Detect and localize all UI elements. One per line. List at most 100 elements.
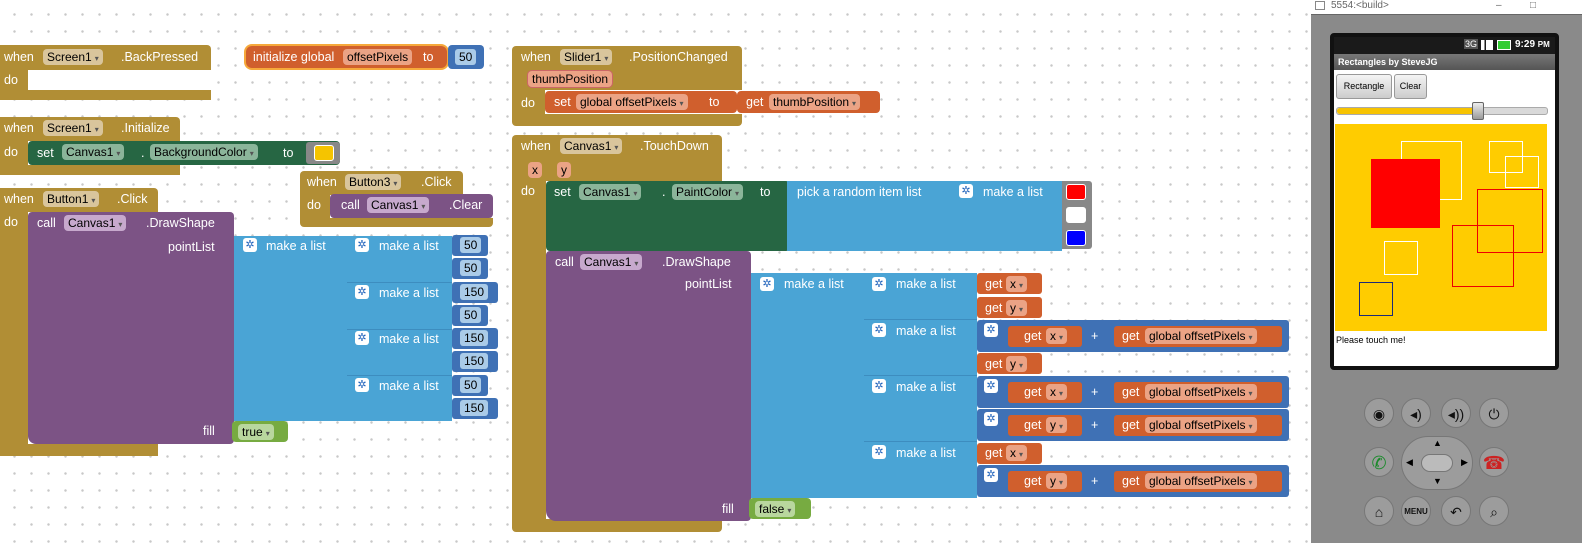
screen1-dropdown[interactable]: Screen1▾ [43,120,103,136]
canvas1-dropdown[interactable]: Canvas1▾ [62,144,125,160]
rectangle-button[interactable]: Rectangle [1336,74,1392,99]
mutator-gear-icon[interactable]: ✲ [355,285,369,299]
global-offset-dropdown[interactable]: global offsetPixels▾ [1145,328,1257,344]
back-icon[interactable]: ↶ [1441,496,1471,526]
home-icon[interactable]: ⌂ [1364,496,1394,526]
mutator-gear-icon[interactable]: ✲ [760,277,774,291]
canvas1-dropdown[interactable]: Canvas1▾ [580,254,643,270]
mutator-gear-icon[interactable]: ✲ [872,277,886,291]
dpad-center[interactable] [1421,454,1453,472]
number-field[interactable]: 150 [460,400,489,416]
slider-track[interactable] [1336,102,1548,120]
rectangle-shape [1384,241,1418,275]
x-dropdown[interactable]: x▾ [1006,276,1028,292]
power-icon[interactable]: ⏻ [1479,398,1509,428]
volume-down-icon[interactable]: ◂) [1401,398,1431,428]
background-color-dropdown[interactable]: BackgroundColor▾ [150,144,258,160]
true-dropdown[interactable]: true▾ [238,424,274,440]
canvas1-dropdown[interactable]: Canvas1▾ [367,197,430,213]
make-a-list-label: make a list [379,332,439,346]
mutator-gear-icon[interactable]: ✲ [355,331,369,345]
make-a-list-block[interactable] [234,236,347,421]
number-field[interactable]: 150 [460,284,489,300]
dpad-right-icon[interactable]: ▶ [1461,457,1468,467]
screen1-dropdown[interactable]: Screen1▾ [43,49,103,65]
button1-dropdown[interactable]: Button1▾ [43,191,100,207]
x-dropdown[interactable]: x▾ [1046,328,1068,344]
mutator-gear-icon[interactable]: ✲ [872,445,886,459]
pick-random-item-block[interactable] [787,181,951,251]
global-offset-dropdown[interactable]: global offsetPixels▾ [576,94,688,110]
false-dropdown[interactable]: false▾ [755,501,796,517]
yellow-color-swatch[interactable] [314,145,334,161]
mutator-gear-icon[interactable]: ✲ [984,379,998,393]
slider1-dropdown[interactable]: Slider1▾ [560,49,613,65]
get-x-block[interactable] [1008,326,1082,347]
y-dropdown[interactable]: y▾ [1006,300,1028,316]
mutator-gear-icon[interactable]: ✲ [984,412,998,426]
dpad-down-icon[interactable]: ▼ [1433,476,1442,486]
maximize-icon[interactable]: □ [1530,0,1537,11]
camera-icon[interactable]: ◉ [1364,398,1394,428]
back-pressed-do-slot[interactable] [28,70,211,90]
get-y-block[interactable] [1008,415,1082,436]
get-y-block[interactable] [1008,471,1082,492]
canvas1-dropdown[interactable]: Canvas1▾ [579,184,642,200]
mutator-gear-icon[interactable]: ✲ [243,238,257,252]
search-icon[interactable]: ⌕ [1479,496,1509,526]
number-field[interactable]: 50 [455,49,477,65]
menu-icon[interactable]: MENU [1401,496,1431,526]
mutator-gear-icon[interactable]: ✲ [959,184,973,198]
end-call-icon[interactable]: ☎ [1479,447,1509,477]
number-field[interactable]: 150 [460,353,489,369]
y-dropdown[interactable]: y▾ [1046,417,1068,433]
slider-thumb[interactable] [1471,102,1484,120]
mutator-gear-icon[interactable]: ✲ [984,323,998,337]
mutator-gear-icon[interactable]: ✲ [355,378,369,392]
blue-color-swatch[interactable] [1066,230,1086,246]
mutator-gear-icon[interactable]: ✲ [355,238,369,252]
mutator-gear-icon[interactable]: ✲ [872,323,886,337]
mutator-gear-icon[interactable]: ✲ [872,379,886,393]
global-offset-dropdown[interactable]: global offsetPixels▾ [1145,384,1257,400]
number-field[interactable]: 50 [460,260,482,276]
y-dropdown[interactable]: y▾ [1006,356,1028,372]
thumbposition-param[interactable]: thumbPosition [528,71,613,87]
mutator-gear-icon[interactable]: ✲ [984,468,998,482]
button3-dropdown[interactable]: Button3▾ [345,174,402,190]
call-icon[interactable]: ✆ [1364,447,1394,477]
number-field[interactable]: 50 [460,307,482,323]
number-field[interactable]: 50 [460,377,482,393]
offset-pixels-name-field[interactable]: offsetPixels [343,49,413,65]
canvas1-dropdown[interactable]: Canvas1▾ [560,138,623,154]
drawing-canvas[interactable] [1335,124,1547,331]
x-param[interactable]: x [528,162,542,178]
when-label: when [4,121,34,135]
dpad-up-icon[interactable]: ▲ [1433,438,1442,448]
number-field[interactable]: 150 [460,330,489,346]
volume-up-icon[interactable]: ◂)) [1441,398,1471,428]
dpad[interactable]: ▲ ▼ ◀ ▶ [1401,436,1473,490]
make-a-list-label: make a list [983,185,1043,199]
red-color-swatch[interactable] [1066,184,1086,200]
thumbposition-dropdown[interactable]: thumbPosition▾ [769,94,861,110]
call-drawshape-block[interactable] [546,251,751,521]
make-a-list-block[interactable] [751,273,864,498]
call-drawshape-block[interactable] [28,212,234,444]
y-param[interactable]: y [557,162,571,178]
get-x-block[interactable] [1008,382,1082,403]
paint-color-dropdown[interactable]: PaintColor▾ [672,184,744,200]
dpad-left-icon[interactable]: ◀ [1406,457,1413,467]
number-field[interactable]: 50 [460,237,482,253]
white-color-swatch[interactable] [1066,207,1086,223]
global-offset-dropdown[interactable]: global offsetPixels▾ [1145,417,1257,433]
y-dropdown[interactable]: y▾ [1046,473,1068,489]
back-pressed-event-block[interactable] [0,45,211,70]
phone-screen: 3G 9:29 PM Rectangles by SteveJG Rectang… [1330,33,1559,370]
x-dropdown[interactable]: x▾ [1046,384,1068,400]
x-dropdown[interactable]: x▾ [1006,445,1028,461]
global-offset-dropdown[interactable]: global offsetPixels▾ [1145,473,1257,489]
canvas1-dropdown[interactable]: Canvas1▾ [64,215,127,231]
minimize-icon[interactable]: – [1496,0,1502,11]
clear-button[interactable]: Clear [1394,74,1427,99]
